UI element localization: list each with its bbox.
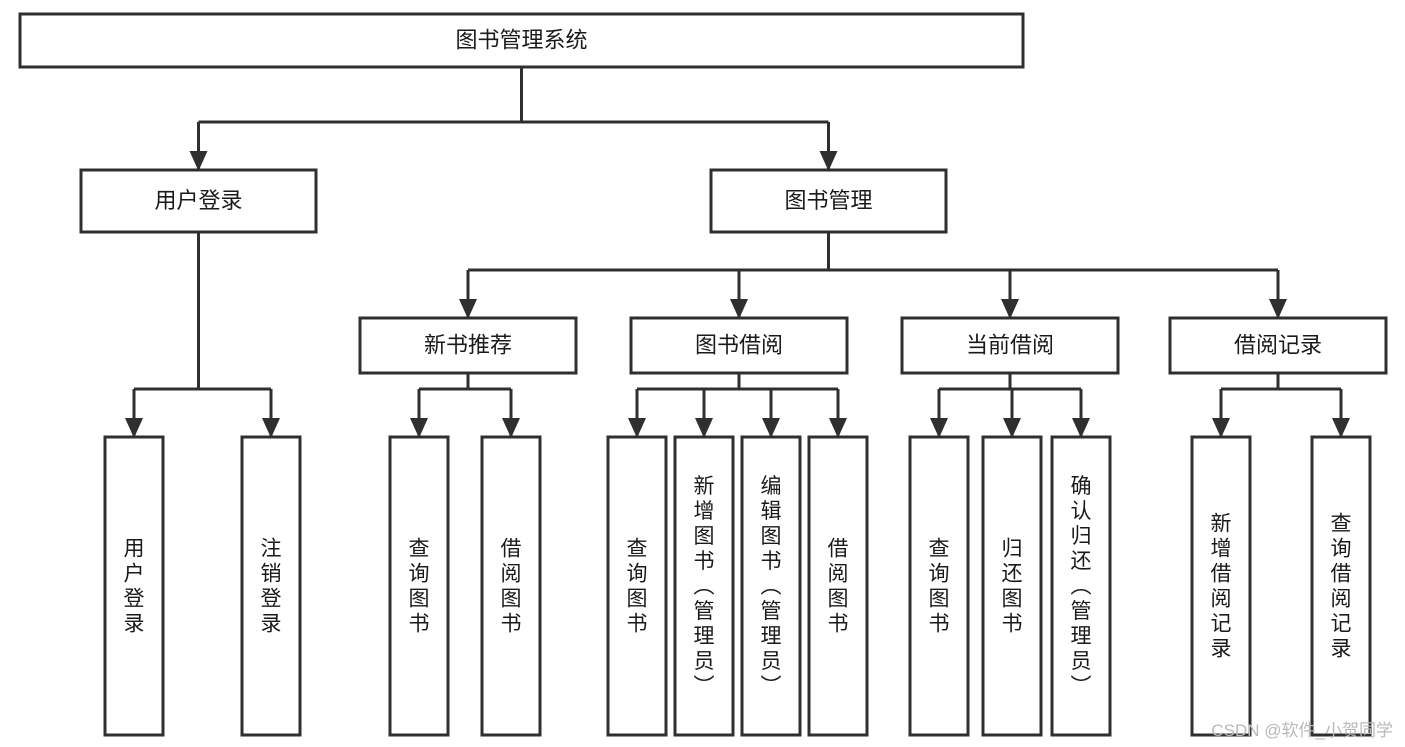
node-new-book-recommend[interactable]: 新书推荐 <box>358 316 578 375</box>
node-box <box>240 435 302 737</box>
node-box <box>981 435 1043 737</box>
edge-group-root <box>189 67 838 171</box>
node-leaf-edit-book[interactable]: 编辑图书︵管理员︶ <box>740 435 802 737</box>
arrow-head-icon <box>125 418 143 438</box>
arrow-head-icon <box>762 418 780 438</box>
arrow-head-icon <box>1269 299 1287 319</box>
node-label: 确认归还︵管理员︶ <box>1071 475 1092 698</box>
edge-group-book-manage <box>459 232 1287 319</box>
node-leaf-query-book-1[interactable]: 查询图书 <box>388 435 450 737</box>
node-leaf-add-book[interactable]: 新增图书︵管理员︶ <box>673 435 735 737</box>
node-label: 新增借阅记录 <box>1211 513 1232 661</box>
arrow-head-icon <box>1001 299 1019 319</box>
node-label: 新增图书︵管理员︶ <box>694 475 715 698</box>
node-label: 查询图书 <box>409 538 430 636</box>
edge-group-current-borrow <box>930 373 1090 438</box>
node-label: 借阅图书 <box>501 538 522 636</box>
arrow-head-icon <box>410 418 428 438</box>
arrow-head-icon <box>695 418 713 438</box>
node-leaf-query-book-2[interactable]: 查询图书 <box>606 435 668 737</box>
node-label: 借阅记录 <box>1234 332 1322 357</box>
node-box <box>900 316 1120 375</box>
node-label: 图书管理 <box>784 188 872 213</box>
node-box <box>103 435 165 737</box>
node-box <box>1310 435 1372 737</box>
node-box <box>79 168 318 234</box>
node-leaf-user-login[interactable]: 用户登录 <box>103 435 165 737</box>
node-box <box>673 435 735 737</box>
edge-group-new-book-recommend <box>410 373 520 438</box>
node-box <box>358 316 578 375</box>
node-box <box>1168 316 1388 375</box>
node-box <box>1190 435 1252 737</box>
node-box <box>480 435 542 737</box>
arrow-head-icon <box>502 418 520 438</box>
node-book-manage[interactable]: 图书管理 <box>709 168 948 234</box>
node-label: 用户登录 <box>154 188 242 213</box>
node-leaf-query-book-3[interactable]: 查询图书 <box>908 435 970 737</box>
arrow-head-icon <box>459 299 477 319</box>
node-leaf-query-record[interactable]: 查询借阅记录 <box>1310 435 1372 737</box>
edge-group-user-login <box>125 232 280 438</box>
node-box <box>908 435 970 737</box>
node-box <box>1050 435 1112 737</box>
node-box <box>388 435 450 737</box>
arrow-head-icon <box>819 151 838 171</box>
node-label: 查询借阅记录 <box>1331 513 1352 661</box>
node-label: 注销登录 <box>261 538 282 636</box>
node-leaf-borrow-book-2[interactable]: 借阅图书 <box>807 435 869 737</box>
edge-group-borrow-record <box>1212 373 1350 438</box>
arrow-head-icon <box>1003 418 1021 438</box>
arrow-head-icon <box>930 418 948 438</box>
arrow-head-icon <box>1072 418 1090 438</box>
node-label: 图书管理系统 <box>455 27 587 52</box>
node-current-borrow[interactable]: 当前借阅 <box>900 316 1120 375</box>
node-box <box>807 435 869 737</box>
node-root[interactable]: 图书管理系统 <box>18 12 1025 69</box>
arrow-head-icon <box>1212 418 1230 438</box>
node-book-borrow[interactable]: 图书借阅 <box>629 316 849 375</box>
node-box <box>18 12 1025 69</box>
node-label: 归还图书 <box>1002 538 1023 636</box>
watermark-text: CSDN @软件_小贺同学 <box>1211 721 1393 740</box>
edges-layer <box>125 67 1350 438</box>
arrow-head-icon <box>262 418 280 438</box>
node-user-login[interactable]: 用户登录 <box>79 168 318 234</box>
node-box <box>606 435 668 737</box>
node-borrow-record[interactable]: 借阅记录 <box>1168 316 1388 375</box>
node-label: 用户登录 <box>124 538 145 636</box>
arrow-head-icon <box>628 418 646 438</box>
node-label: 查询图书 <box>627 538 648 636</box>
node-box <box>740 435 802 737</box>
arrow-head-icon <box>189 151 208 171</box>
node-label: 图书借阅 <box>695 332 783 357</box>
node-leaf-user-logout[interactable]: 注销登录 <box>240 435 302 737</box>
arrow-head-icon <box>730 299 748 319</box>
node-leaf-return-book[interactable]: 归还图书 <box>981 435 1043 737</box>
node-box <box>629 316 849 375</box>
node-label: 新书推荐 <box>424 332 512 357</box>
arrow-head-icon <box>829 418 847 438</box>
node-label: 当前借阅 <box>966 332 1054 357</box>
node-leaf-add-record[interactable]: 新增借阅记录 <box>1190 435 1252 737</box>
edge-group-book-borrow <box>628 373 847 438</box>
node-leaf-borrow-book-1[interactable]: 借阅图书 <box>480 435 542 737</box>
node-leaf-confirm-return[interactable]: 确认归还︵管理员︶ <box>1050 435 1112 737</box>
node-label: 借阅图书 <box>828 538 849 636</box>
node-box <box>709 168 948 234</box>
arrow-head-icon <box>1332 418 1350 438</box>
nodes-layer: 图书管理系统用户登录图书管理新书推荐图书借阅当前借阅借阅记录用户登录注销登录查询… <box>18 12 1388 737</box>
node-label: 编辑图书︵管理员︶ <box>761 475 782 698</box>
node-label: 查询图书 <box>929 538 950 636</box>
